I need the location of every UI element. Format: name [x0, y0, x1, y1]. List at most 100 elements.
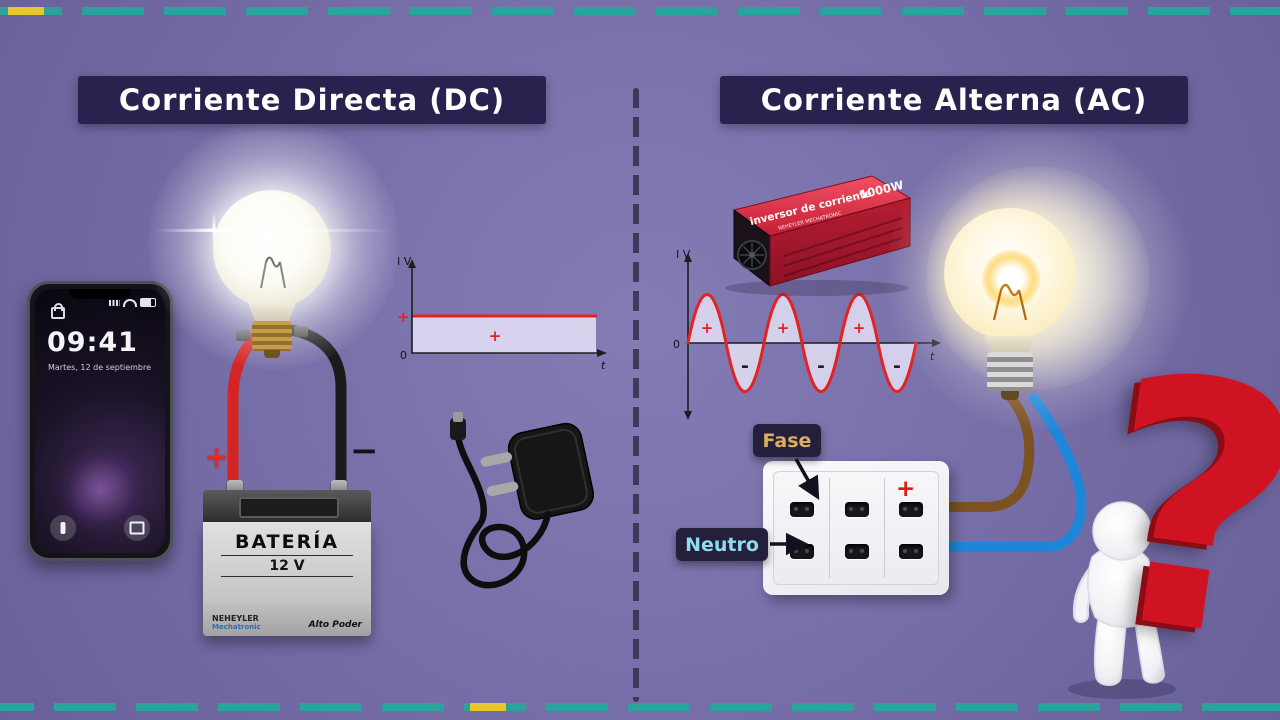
battery-name-label: BATERÍA — [234, 531, 340, 553]
ac-plus-mark-2: + — [777, 319, 790, 337]
outlet-plus-sign: + — [896, 476, 916, 502]
figure-right-leg — [1133, 606, 1165, 684]
neutro-tag: Neutro — [676, 528, 768, 561]
ac-minus-mark-2: - — [817, 355, 825, 377]
ac-title-banner: Corriente Alterna (AC) — [720, 76, 1188, 124]
ac-y-axis-arrow-down — [684, 411, 692, 420]
dc-bulb-neck — [248, 303, 296, 323]
usb-connector-body — [450, 418, 466, 440]
center-divider — [633, 88, 639, 702]
charger-cable — [454, 432, 552, 589]
wall-outlet — [763, 461, 949, 595]
ac-x-axis-arrow — [932, 339, 941, 347]
charger-adapter — [480, 422, 595, 520]
dc-positive-area — [412, 316, 596, 353]
ac-origin-label: 0 — [673, 338, 680, 351]
usb-connector-tip — [453, 412, 463, 422]
dc-plus-sign: + — [204, 440, 230, 475]
battery-12v: BATERÍA 12 V NEHEYLER Mechatronic Alto P… — [203, 480, 371, 636]
ac-sine-wave — [686, 293, 918, 393]
neutro-tag-label: Neutro — [685, 533, 759, 556]
battery-voltage-label: 12 V — [269, 558, 305, 574]
ac-bulb-glass — [944, 208, 1076, 340]
lens-flare-star-icon — [196, 212, 232, 248]
camera-icon — [129, 521, 145, 535]
dc-plus-region-mark: + — [489, 327, 502, 345]
signal-icon — [109, 299, 120, 306]
phone-charger — [450, 412, 595, 589]
dc-plus-axis-mark: + — [397, 308, 410, 326]
lock-icon — [51, 303, 65, 319]
ac-t-label: t — [930, 350, 935, 363]
battery-footer: NEHEYLER Mechatronic Alto Poder — [212, 614, 362, 631]
outlet-separator-1 — [829, 478, 830, 578]
phone-notch — [69, 289, 131, 299]
dc-bulb-glass — [213, 190, 331, 308]
ac-y-axis-label: I V — [676, 248, 691, 261]
top-yellow-dash — [8, 7, 44, 15]
ac-bulb-bright-core — [982, 250, 1040, 308]
dc-title-text: Corriente Directa (DC) — [118, 83, 506, 117]
lens-flare-streak — [156, 229, 392, 232]
outlet-socket-1-bottom — [790, 544, 814, 559]
ac-bulb-filament — [992, 283, 1028, 321]
dc-bulb-terminal-right — [294, 326, 308, 337]
outlet-socket-2-top — [845, 502, 869, 517]
ac-title-text: Corriente Alterna (AC) — [760, 83, 1148, 117]
dc-y-axis-arrow — [408, 259, 416, 268]
figure-head — [1092, 501, 1152, 561]
plug-pin-bottom — [486, 481, 519, 497]
smartphone: 09:41 Martes, 12 de septiembre — [27, 281, 173, 561]
outlet-socket-2-bottom — [845, 544, 869, 559]
battery-brand: NEHEYLER — [212, 613, 259, 623]
phone-wallpaper-glow — [57, 447, 143, 533]
dc-negative-wire — [286, 324, 347, 500]
phone-date: Martes, 12 de septiembre — [48, 363, 152, 372]
dc-bulb-filament — [260, 256, 286, 289]
outlet-socket-3-bottom — [899, 544, 923, 559]
phone-clock: 09:41 — [47, 327, 138, 358]
fase-tag-label: Fase — [762, 429, 812, 452]
dc-t-label: t — [601, 359, 606, 372]
top-dashed-border — [0, 7, 1280, 15]
ac-plus-mark-1: + — [701, 319, 714, 337]
inverter-fan-icon — [737, 240, 767, 270]
bottom-dashed-border — [0, 703, 1280, 711]
ac-bulb-screw-base — [987, 352, 1033, 400]
dc-current-graph: I V 0 t + + — [397, 255, 607, 372]
dc-bulb-terminal-left — [236, 330, 250, 341]
phone-screen: 09:41 Martes, 12 de septiembre — [35, 289, 165, 553]
ac-bulb-neck — [984, 336, 1036, 354]
battery-side-label: Alto Poder — [308, 620, 362, 631]
dc-bulb-base — [252, 321, 292, 358]
bottom-yellow-dash — [470, 703, 506, 711]
inverter-vents — [783, 217, 903, 277]
outlet-separator-2 — [884, 478, 885, 578]
figure-shadow — [1068, 679, 1176, 699]
ac-y-axis-arrow — [684, 253, 692, 262]
flashlight-icon — [60, 522, 66, 534]
dc-minus-sign: − — [350, 431, 379, 471]
fase-tag: Fase — [753, 424, 821, 457]
battery-top — [203, 490, 371, 522]
outlet-socket-3-top — [899, 502, 923, 517]
plug-pin-top — [480, 452, 513, 467]
camera-button — [124, 515, 150, 541]
wifi-icon — [123, 298, 137, 307]
power-inverter: inversor de corriente 1000W NEHEYLER MEC… — [725, 175, 912, 296]
flashlight-button — [50, 515, 76, 541]
dc-positive-wire — [227, 330, 262, 498]
battery-brand-sub: Mechatronic — [212, 623, 261, 631]
battery-divider-line-2 — [221, 576, 353, 577]
inverter-shadow — [725, 280, 909, 296]
question-mark: ? — [1073, 300, 1280, 720]
battery-icon — [140, 298, 156, 307]
battery-handle — [239, 497, 339, 518]
dc-title-banner: Corriente Directa (DC) — [78, 76, 546, 124]
question-figure — [1068, 501, 1195, 699]
battery-divider-line — [221, 555, 353, 556]
dc-x-axis-arrow — [597, 349, 607, 357]
phone-status-icons — [109, 298, 156, 307]
ac-minus-mark-1: - — [741, 355, 749, 377]
